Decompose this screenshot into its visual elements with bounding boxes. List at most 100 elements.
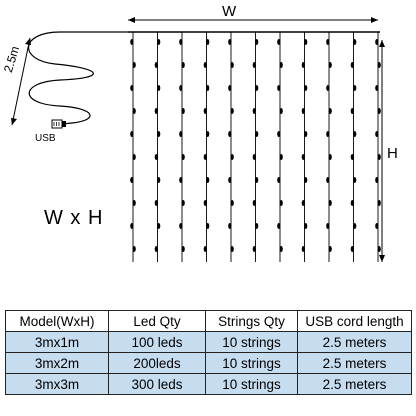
- led-bulb: [301, 62, 305, 68]
- led-bulb: [301, 200, 305, 206]
- led-bulb: [228, 131, 232, 137]
- led-bulb: [132, 154, 136, 160]
- led-bulb: [252, 154, 256, 160]
- led-bulb: [304, 39, 308, 45]
- table-cell: 2.5 meters: [297, 331, 412, 353]
- led-bulb: [203, 200, 207, 206]
- led-bulb: [179, 177, 183, 183]
- led-bulb: [157, 131, 161, 137]
- led-bulb: [279, 200, 283, 206]
- led-bulb: [277, 131, 281, 137]
- led-bulb: [279, 108, 283, 114]
- usb-cord: [28, 31, 128, 125]
- led-bulb: [375, 131, 379, 137]
- led-bulb: [279, 154, 283, 160]
- led-bulb: [252, 246, 256, 252]
- led-bulb: [181, 108, 185, 114]
- led-bulb: [181, 246, 185, 252]
- table-row: 3mx2m 200leds 10 strings 2.5 meters: [5, 352, 412, 374]
- spec-table: Model(WxH) Led Qty Strings Qty USB cord …: [5, 310, 412, 395]
- led-bulb: [230, 62, 234, 68]
- width-dimension-arrow: [128, 17, 378, 23]
- led-bulb: [328, 154, 332, 160]
- column-header: Led Qty: [108, 310, 206, 332]
- led-bulb: [353, 39, 357, 45]
- led-bulb: [328, 200, 332, 206]
- led-bulb: [375, 39, 379, 45]
- led-bulb: [350, 154, 354, 160]
- table-cell: 100 leds: [108, 331, 206, 353]
- led-bulb: [154, 62, 158, 68]
- led-bulb: [203, 108, 207, 114]
- height-dimension-arrow: [379, 40, 385, 262]
- table-cell: 3mx3m: [5, 373, 109, 395]
- table-row: 3mx3m 300 leds 10 strings 2.5 meters: [5, 373, 412, 395]
- led-bulb: [350, 108, 354, 114]
- led-bulb: [230, 246, 234, 252]
- led-bulb: [132, 62, 136, 68]
- led-bulb: [179, 131, 183, 137]
- led-bulb: [179, 223, 183, 229]
- led-bulb: [252, 200, 256, 206]
- led-bulb: [206, 39, 210, 45]
- led-bulb: [154, 154, 158, 160]
- curtain-light-diagram: [11, 17, 385, 262]
- led-bulb: [279, 62, 283, 68]
- led-bulb: [375, 177, 379, 183]
- led-bulb: [375, 85, 379, 91]
- led-bulb: [277, 177, 281, 183]
- table-cell: 2.5 meters: [297, 373, 412, 395]
- led-bulb: [350, 62, 354, 68]
- led-bulb: [228, 39, 232, 45]
- led-bulb: [255, 39, 259, 45]
- table-cell: 300 leds: [108, 373, 206, 395]
- led-bulb: [132, 108, 136, 114]
- table-header-row: Model(WxH) Led Qty Strings Qty USB cord …: [5, 310, 412, 332]
- led-bulb: [377, 154, 381, 160]
- led-bulb: [279, 246, 283, 252]
- led-bulb: [277, 39, 281, 45]
- usb-label: USB: [35, 133, 56, 144]
- led-bulb: [130, 85, 134, 91]
- led-bulb: [304, 177, 308, 183]
- led-bulb: [255, 177, 259, 183]
- led-bulb: [230, 154, 234, 160]
- led-bulb: [304, 131, 308, 137]
- led-bulb: [130, 39, 134, 45]
- led-bulb: [206, 85, 210, 91]
- led-bulb: [353, 223, 357, 229]
- led-bulb: [130, 131, 134, 137]
- led-bulb: [228, 177, 232, 183]
- led-bulb: [154, 246, 158, 252]
- led-bulb: [206, 177, 210, 183]
- table-cell: 10 strings: [205, 331, 298, 353]
- led-bulb: [157, 85, 161, 91]
- led-bulb: [255, 85, 259, 91]
- height-label: H: [387, 145, 398, 162]
- led-bulb: [252, 108, 256, 114]
- led-bulb: [157, 39, 161, 45]
- led-bulb: [132, 200, 136, 206]
- led-bulb: [301, 108, 305, 114]
- led-bulb: [252, 62, 256, 68]
- usb-plug-icon: [51, 119, 66, 129]
- table-cell: 10 strings: [205, 373, 298, 395]
- column-header: Strings Qty: [205, 310, 298, 332]
- led-bulb: [230, 200, 234, 206]
- led-bulb: [353, 131, 357, 137]
- column-header: Model(WxH): [5, 310, 109, 332]
- size-label: W x H: [44, 207, 104, 229]
- led-bulb: [304, 223, 308, 229]
- led-bulb: [326, 85, 330, 91]
- led-bulb: [181, 154, 185, 160]
- led-bulb: [181, 200, 185, 206]
- led-bulb: [206, 223, 210, 229]
- led-bulb: [353, 85, 357, 91]
- led-bulb: [255, 131, 259, 137]
- table-cell: 3mx1m: [5, 331, 109, 353]
- led-bulb: [130, 223, 134, 229]
- led-bulb: [326, 131, 330, 137]
- led-bulb: [301, 154, 305, 160]
- led-bulb: [328, 62, 332, 68]
- led-bulb: [228, 223, 232, 229]
